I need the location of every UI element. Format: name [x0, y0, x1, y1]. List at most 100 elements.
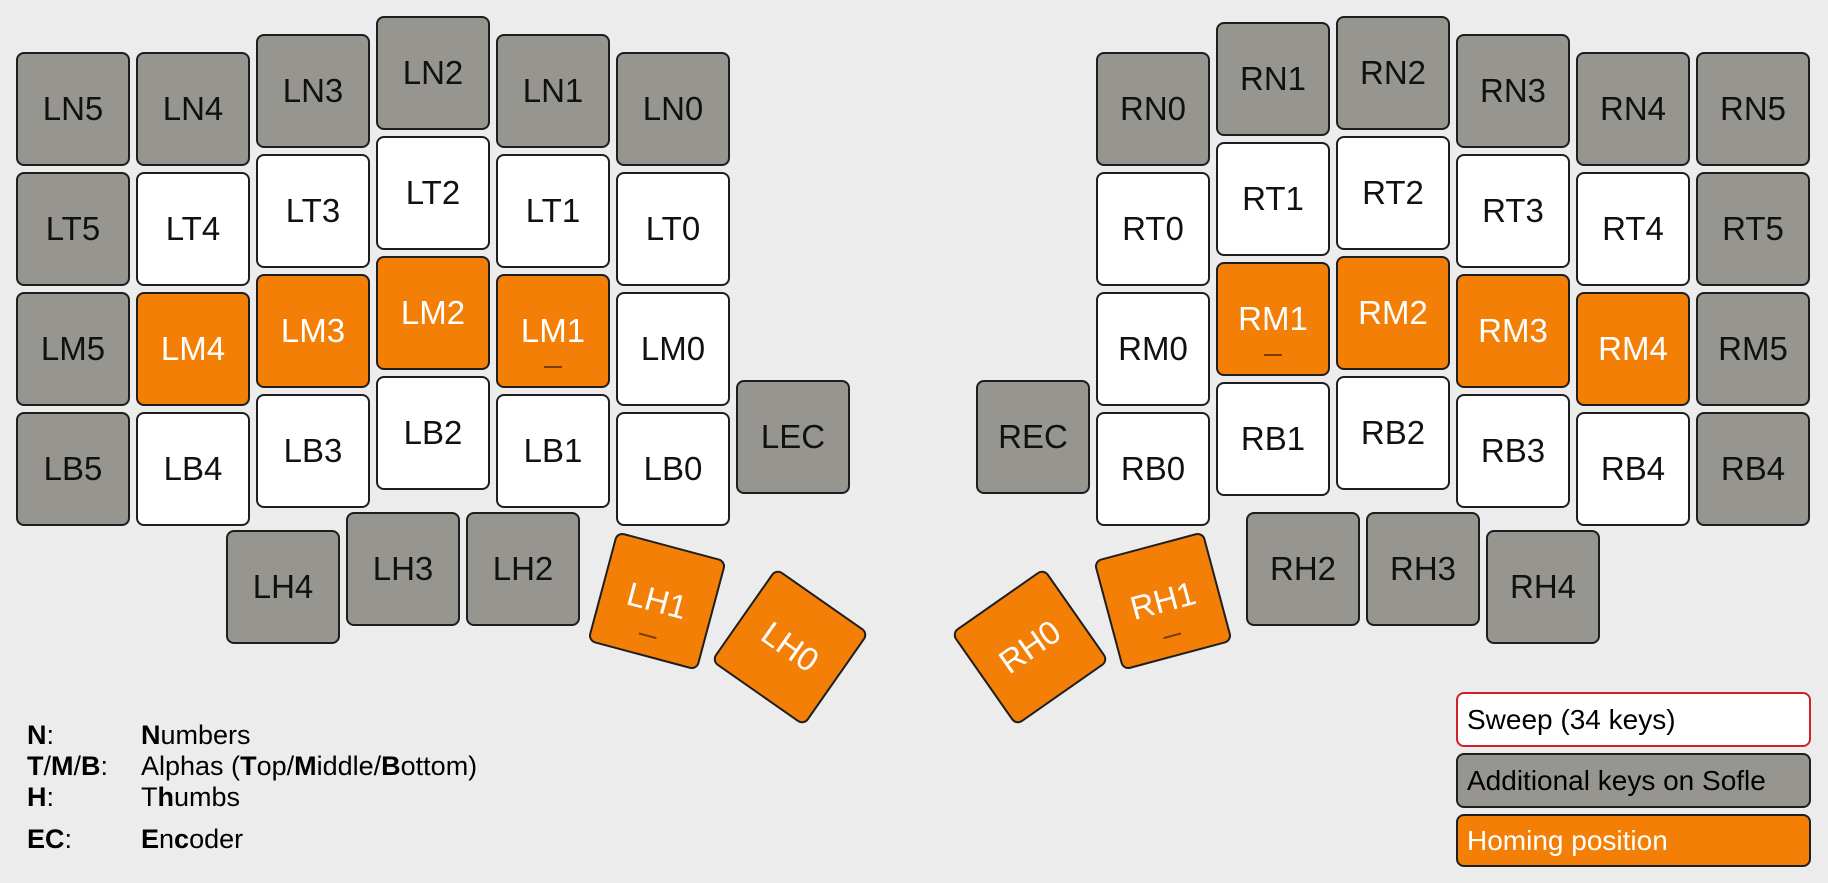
homing-bump-icon [638, 632, 657, 640]
key-label: LB2 [403, 414, 463, 451]
key-label: RN3 [1479, 72, 1547, 109]
key-label: RT2 [1362, 174, 1424, 211]
key-lh2[interactable]: LH2 [466, 512, 580, 626]
key-rn5[interactable]: RN5 [1696, 52, 1810, 166]
key-rt3[interactable]: RT3 [1456, 154, 1570, 268]
key-lt3[interactable]: LT3 [256, 154, 370, 268]
key-rb3[interactable]: RB3 [1456, 394, 1570, 508]
key-label: RB1 [1240, 420, 1306, 457]
key-label: RT0 [1122, 210, 1184, 247]
key-rt1[interactable]: RT1 [1216, 142, 1330, 256]
key-lec[interactable]: LEC [736, 380, 850, 494]
key-label: RM4 [1598, 330, 1668, 367]
key-rh1[interactable]: RH1 [1093, 531, 1233, 671]
abbreviation-row: T/M/B:Alphas (Top/Middle/Bottom) [27, 751, 627, 782]
key-lb4[interactable]: LB4 [136, 412, 250, 526]
key-lb0[interactable]: LB0 [616, 412, 730, 526]
key-label: LH4 [252, 568, 314, 605]
key-label: LM5 [40, 330, 106, 367]
key-lt2[interactable]: LT2 [376, 136, 490, 250]
key-rb1[interactable]: RB1 [1216, 382, 1330, 496]
key-rm4[interactable]: RM4 [1576, 292, 1690, 406]
key-label: LB0 [643, 450, 703, 487]
key-rn4[interactable]: RN4 [1576, 52, 1690, 166]
key-label: RB4 [1720, 450, 1786, 487]
abbreviation-term: EC: [27, 824, 73, 854]
homing-bump-icon [1264, 354, 1282, 356]
key-label: LB5 [43, 450, 103, 487]
legend-additional-keys: Additional keys on Sofle [1456, 753, 1811, 808]
key-lh3[interactable]: LH3 [346, 512, 460, 626]
key-rt0[interactable]: RT0 [1096, 172, 1210, 286]
key-lm1[interactable]: LM1 [496, 274, 610, 388]
key-rn3[interactable]: RN3 [1456, 34, 1570, 148]
homing-bump-icon [1163, 632, 1182, 640]
key-label: LT4 [165, 210, 221, 247]
key-ln3[interactable]: LN3 [256, 34, 370, 148]
key-rt4[interactable]: RT4 [1576, 172, 1690, 286]
key-ln4[interactable]: LN4 [136, 52, 250, 166]
key-rm3[interactable]: RM3 [1456, 274, 1570, 388]
key-rm0[interactable]: RM0 [1096, 292, 1210, 406]
key-ln2[interactable]: LN2 [376, 16, 490, 130]
key-ln5[interactable]: LN5 [16, 52, 130, 166]
key-lm5[interactable]: LM5 [16, 292, 130, 406]
key-lt1[interactable]: LT1 [496, 154, 610, 268]
key-lb2[interactable]: LB2 [376, 376, 490, 490]
key-label: LB4 [163, 450, 223, 487]
key-ln0[interactable]: LN0 [616, 52, 730, 166]
key-rb0[interactable]: RB0 [1096, 412, 1210, 526]
homing-bump-icon [544, 366, 562, 368]
key-lb3[interactable]: LB3 [256, 394, 370, 508]
key-rb5[interactable]: RB4 [1696, 412, 1810, 526]
key-rn1[interactable]: RN1 [1216, 22, 1330, 136]
key-lm2[interactable]: LM2 [376, 256, 490, 370]
key-lb5[interactable]: LB5 [16, 412, 130, 526]
key-rn2[interactable]: RN2 [1336, 16, 1450, 130]
key-label: RT3 [1482, 192, 1544, 229]
key-lm3[interactable]: LM3 [256, 274, 370, 388]
key-lt5[interactable]: LT5 [16, 172, 130, 286]
abbreviation-description: Thumbs [141, 782, 241, 812]
key-rb4[interactable]: RB4 [1576, 412, 1690, 526]
key-label: RN0 [1119, 90, 1187, 127]
key-rh3[interactable]: RH3 [1366, 512, 1480, 626]
key-lh0[interactable]: LH0 [710, 567, 870, 727]
key-rm2[interactable]: RM2 [1336, 256, 1450, 370]
key-lt4[interactable]: LT4 [136, 172, 250, 286]
key-rt2[interactable]: RT2 [1336, 136, 1450, 250]
key-rm5[interactable]: RM5 [1696, 292, 1810, 406]
key-lh1[interactable]: LH1 [587, 531, 727, 671]
key-rb2[interactable]: RB2 [1336, 376, 1450, 490]
key-label: LT0 [645, 210, 701, 247]
legend-homing-label: Homing position [1467, 824, 1668, 856]
key-label: LM0 [640, 330, 706, 367]
key-label: RT1 [1242, 180, 1304, 217]
key-label: RM0 [1118, 330, 1188, 367]
key-rm1[interactable]: RM1 [1216, 262, 1330, 376]
key-rec[interactable]: REC [976, 380, 1090, 494]
key-lm4[interactable]: LM4 [136, 292, 250, 406]
key-label: LM2 [400, 294, 466, 331]
key-rh0[interactable]: RH0 [950, 567, 1110, 727]
key-label: RM3 [1478, 312, 1548, 349]
abbreviation-term: N: [27, 720, 55, 750]
key-rh2[interactable]: RH2 [1246, 512, 1360, 626]
key-lm0[interactable]: LM0 [616, 292, 730, 406]
key-label: RN5 [1719, 90, 1787, 127]
key-label: LEC [760, 418, 826, 455]
key-lh4[interactable]: LH4 [226, 530, 340, 644]
key-lb1[interactable]: LB1 [496, 394, 610, 508]
key-rt5[interactable]: RT5 [1696, 172, 1810, 286]
key-label: LT5 [45, 210, 101, 247]
key-label: LM1 [520, 312, 586, 349]
key-label: REC [998, 418, 1068, 455]
key-label: RB0 [1120, 450, 1186, 487]
key-rh4[interactable]: RH4 [1486, 530, 1600, 644]
key-label: LT2 [405, 174, 461, 211]
key-rn0[interactable]: RN0 [1096, 52, 1210, 166]
key-label: RB3 [1480, 432, 1546, 469]
abbreviation-term: T/M/B: [27, 751, 109, 781]
key-lt0[interactable]: LT0 [616, 172, 730, 286]
key-ln1[interactable]: LN1 [496, 34, 610, 148]
